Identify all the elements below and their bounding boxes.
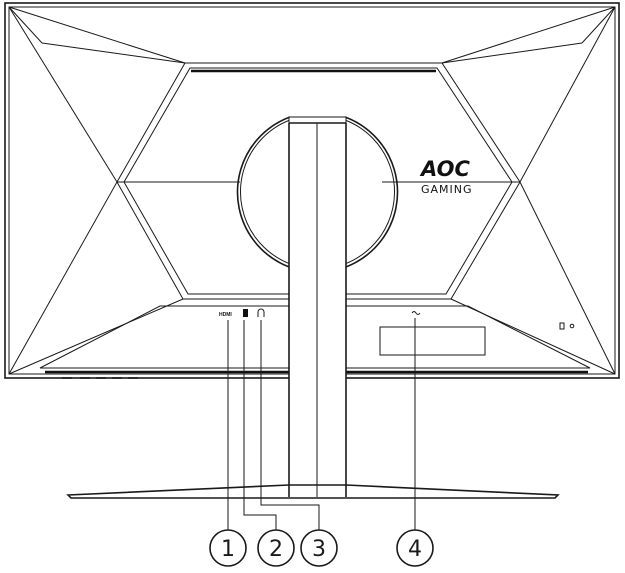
stand-neck (288, 116, 347, 497)
hdmi-port-icon: HDMI (219, 312, 232, 318)
callout-2-circle (257, 529, 295, 567)
callout-3-circle (300, 529, 338, 567)
brand-logo-text: AOC (419, 157, 470, 181)
callout-4-circle (396, 529, 434, 567)
decorative-rays (8, 6, 616, 375)
callout-2-label: 2 (269, 537, 283, 562)
displayport-icon (243, 309, 248, 317)
kensington-lock-icon (559, 322, 565, 330)
brand-sub-text: GAMING (421, 183, 473, 196)
callouts: 1 2 3 4 (209, 529, 434, 567)
headphone-icon (257, 308, 265, 317)
callout-1-circle (209, 529, 247, 567)
callout-1-label: 1 (221, 537, 235, 562)
port-icons: HDMI (219, 308, 575, 356)
power-socket (379, 326, 486, 356)
callout-leaders (227, 318, 416, 530)
stand-base (66, 484, 560, 499)
brand-logo: AOC GAMING (419, 157, 473, 196)
callout-3-label: 3 (312, 537, 326, 562)
ac-power-icon (411, 311, 421, 315)
callout-4-label: 4 (408, 537, 422, 562)
